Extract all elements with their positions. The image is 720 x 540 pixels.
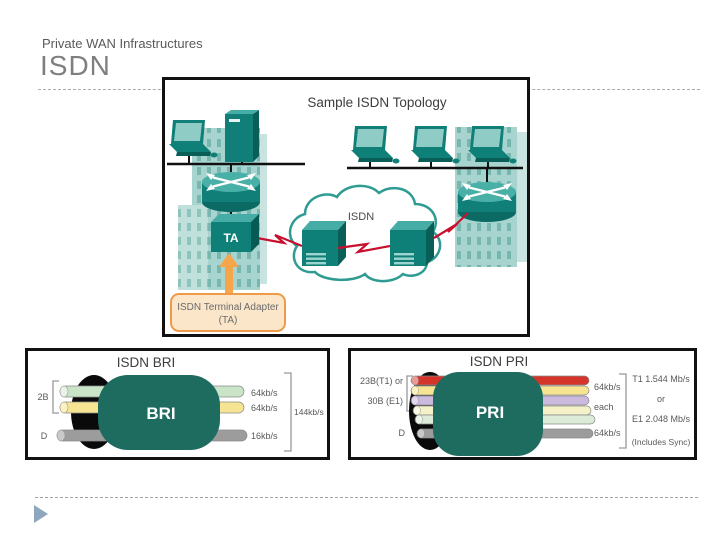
callout-line1: ISDN Terminal Adapter	[177, 302, 279, 313]
laptop-icon	[468, 126, 517, 164]
callout-arrow-icon	[219, 253, 239, 294]
topology-panel: ISDN	[162, 77, 530, 337]
bri-rate-b1: 64kb/s	[251, 388, 278, 398]
pri-total-bracket	[619, 373, 627, 449]
topology-title: Sample ISDN Topology	[307, 95, 447, 110]
pri-diagram: ISDN PRI 23B(T1) or 30B (E1) D	[360, 354, 691, 456]
ta-callout: ISDN Terminal Adapter (TA)	[170, 293, 286, 332]
bri-cable	[98, 375, 220, 450]
slide-kicker: Private WAN Infrastructures	[42, 36, 203, 51]
pri-rate-each: each	[594, 402, 614, 412]
serial-link	[433, 212, 469, 239]
isdn-switch-icon	[390, 221, 434, 266]
bri-left-bracket	[52, 380, 59, 414]
bri-d-channel-label: D	[41, 431, 48, 441]
pri-cable	[433, 372, 543, 456]
pri-title: ISDN PRI	[470, 354, 529, 369]
pri-rate-d: 64kb/s	[594, 428, 621, 438]
bri-panel: ISDN BRI 2B D BRI 64kb/s 64kb/s 16k	[25, 348, 330, 460]
laptop-icon	[351, 126, 400, 164]
server-icon	[225, 110, 259, 162]
slide-arrow-icon	[34, 505, 48, 523]
cloud-label: ISDN	[348, 211, 374, 223]
pri-panel: ISDN PRI 23B(T1) or 30B (E1) D	[348, 348, 697, 460]
callout-line2: (TA)	[219, 315, 238, 326]
pri-channels-line2: 30B (E1)	[367, 396, 403, 406]
footer-rule	[35, 497, 698, 498]
ta-label: TA	[223, 231, 238, 245]
serial-link	[337, 242, 391, 254]
router-icon	[458, 182, 516, 222]
pri-capacity-line4: (Includes Sync)	[632, 437, 691, 447]
terminal-adapter-icon: TA	[211, 214, 259, 252]
bri-b-channels-label: 2B	[37, 392, 48, 402]
bri-title: ISDN BRI	[117, 355, 176, 370]
bri-rate-d: 16kb/s	[251, 431, 278, 441]
bri-cable-label: BRI	[146, 404, 175, 423]
bri-total-rate: 144kb/s	[294, 407, 324, 417]
page-title: ISDN	[40, 50, 111, 81]
topology-diagram: ISDN	[167, 95, 527, 332]
pri-rate-top: 64kb/s	[594, 382, 621, 392]
pri-capacity-line2: or	[657, 394, 665, 404]
pri-d-channel-label: D	[399, 428, 406, 438]
isdn-switch-icon	[302, 221, 346, 266]
laptop-icon	[411, 126, 460, 164]
router-icon	[202, 172, 260, 212]
bri-total-bracket	[284, 372, 292, 452]
pri-capacity-line1: T1 1.544 Mb/s	[632, 374, 690, 384]
pri-channels-line1: 23B(T1) or	[360, 376, 403, 386]
pri-capacity-line3: E1 2.048 Mb/s	[632, 414, 691, 424]
pri-cable-label: PRI	[476, 403, 504, 422]
bri-rate-b2: 64kb/s	[251, 403, 278, 413]
bri-diagram: ISDN BRI 2B D BRI 64kb/s 64kb/s 16k	[37, 355, 324, 452]
laptop-icon	[169, 120, 218, 158]
serial-link	[256, 233, 303, 248]
